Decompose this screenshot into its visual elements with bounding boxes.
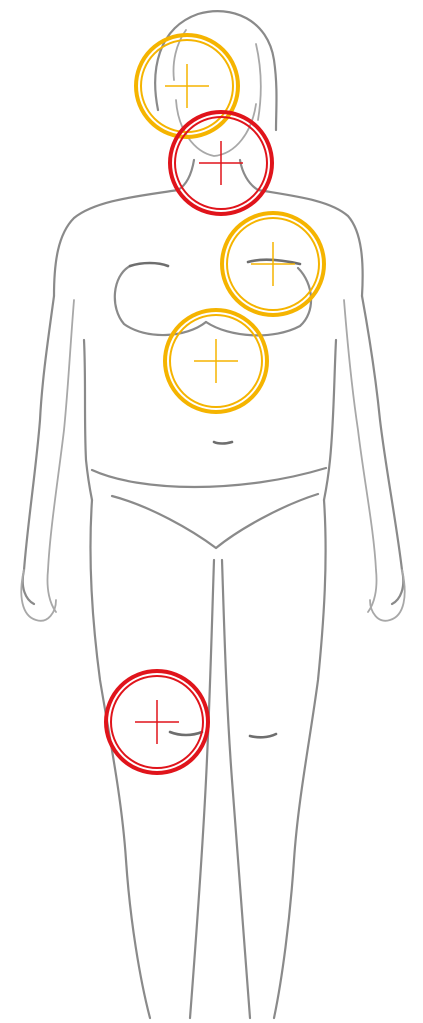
marker-neck[interactable] <box>170 112 272 214</box>
hip-line <box>92 468 326 487</box>
underwear-line <box>112 494 318 548</box>
navel-mark <box>214 442 232 444</box>
right-breast-line <box>206 268 311 335</box>
left-arm-inner <box>47 300 74 612</box>
marker-head[interactable] <box>136 35 238 137</box>
right-arm-outer <box>362 296 403 604</box>
left-knee-mark <box>170 732 202 735</box>
marker-right-knee[interactable] <box>106 671 208 773</box>
torso-left-side <box>84 340 92 500</box>
marker-right-chest[interactable] <box>222 213 324 315</box>
right-leg-outer <box>274 500 326 1018</box>
body-outline <box>21 11 404 1018</box>
left-shoulder <box>54 190 178 296</box>
torso-right-side <box>324 340 336 500</box>
left-leg-inner <box>190 560 214 1018</box>
left-breast-line <box>115 266 206 335</box>
neck-right <box>240 160 258 190</box>
left-nipple-mark <box>130 263 168 266</box>
marker-upper-abdomen[interactable] <box>165 310 267 412</box>
markers <box>106 35 324 773</box>
right-knee-mark <box>250 734 276 737</box>
right-leg-inner <box>222 560 250 1018</box>
